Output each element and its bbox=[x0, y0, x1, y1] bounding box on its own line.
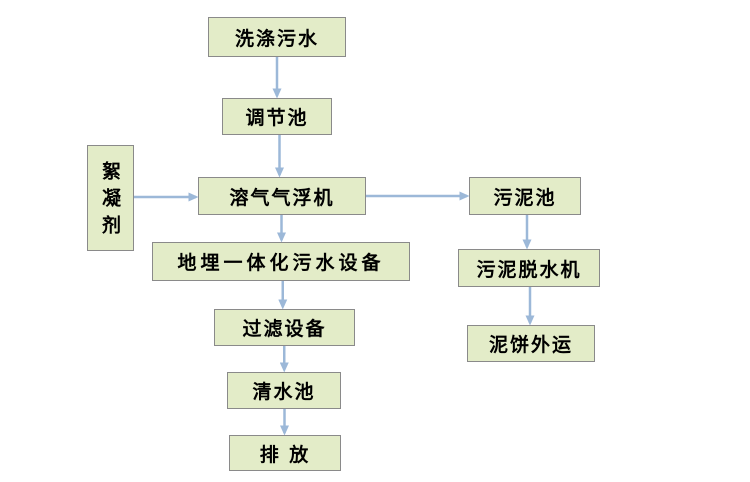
node-flocculant: 絮凝剂 bbox=[87, 145, 134, 251]
node-wash-water: 洗涤污水 bbox=[208, 17, 346, 57]
node-mud-cake-transport: 泥饼外运 bbox=[467, 325, 595, 362]
node-regulating-tank: 调节池 bbox=[222, 98, 332, 135]
node-sludge-tank: 污泥池 bbox=[469, 177, 581, 215]
node-dissolved-air-flotation: 溶气气浮机 bbox=[198, 177, 366, 215]
node-discharge: 排 放 bbox=[229, 435, 341, 471]
node-buried-integrated-sewage-equipment: 地埋一体化污水设备 bbox=[152, 242, 410, 281]
node-sludge-dewatering-machine: 污泥脱水机 bbox=[458, 249, 600, 287]
node-filter-equipment: 过滤设备 bbox=[214, 309, 355, 346]
node-clean-water-tank: 清水池 bbox=[227, 372, 341, 409]
